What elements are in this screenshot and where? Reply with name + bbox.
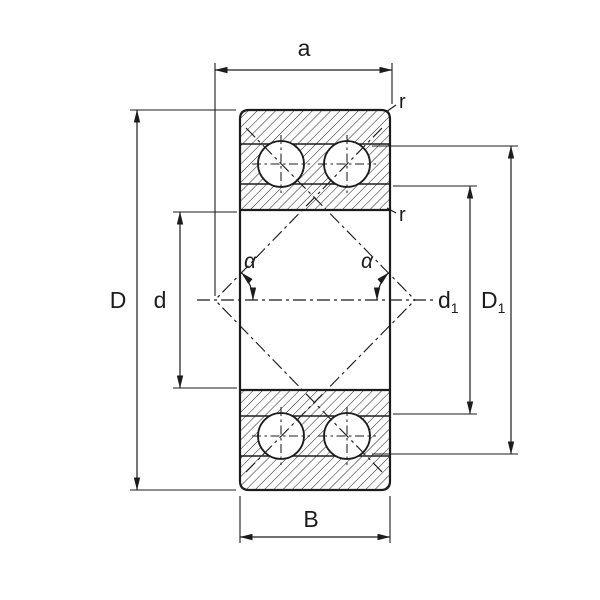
label-D1-base: D — [481, 287, 498, 313]
dimension-d: d — [154, 211, 237, 389]
contact-angle-marks: α α — [240, 250, 390, 301]
contact-angle-lines — [214, 127, 416, 473]
label-D1-sub: 1 — [498, 300, 506, 316]
label-a: a — [298, 35, 311, 61]
dimension-a: a — [214, 35, 393, 296]
label-d1-sub: 1 — [451, 300, 459, 316]
label-alpha-right: α — [361, 250, 374, 273]
label-alpha-left: α — [244, 250, 257, 273]
label-r-inner: r — [399, 204, 406, 226]
dimension-D1: D1 — [372, 145, 518, 455]
dimension-d1: d1 — [393, 185, 477, 415]
raceway-boundaries — [240, 143, 390, 457]
dimension-D: D — [110, 109, 236, 491]
label-D1: D1 — [481, 287, 506, 316]
upper-section-outline — [238, 108, 392, 212]
lower-section-outline — [238, 388, 392, 492]
label-d1: d1 — [438, 287, 459, 316]
label-width-B: B — [303, 506, 318, 532]
label-r-outer: r — [399, 91, 406, 113]
bearing-cross-section — [197, 108, 433, 492]
label-bore-diameter: d — [154, 287, 167, 313]
label-outer-diameter: D — [110, 287, 127, 313]
label-d1-base: d — [438, 287, 451, 313]
radius-callouts: r r — [385, 91, 406, 226]
dimension-B: B — [239, 496, 391, 543]
